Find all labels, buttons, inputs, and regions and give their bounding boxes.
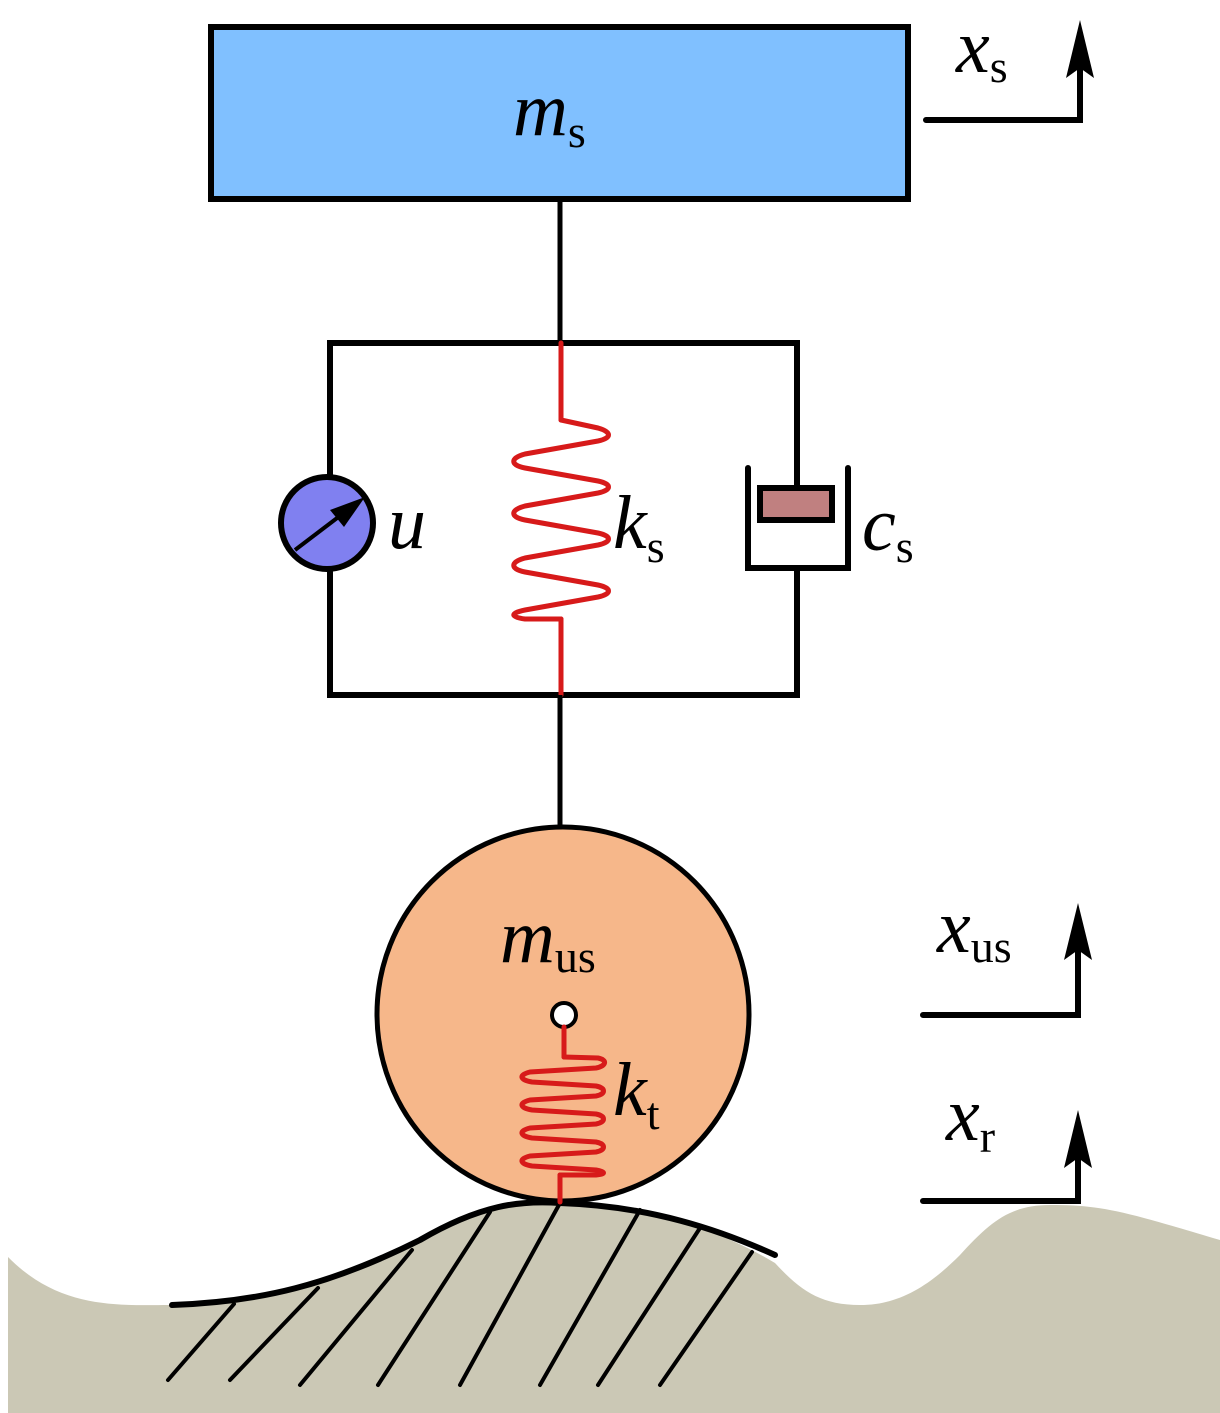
suspension-spring-label: ks bbox=[613, 481, 665, 572]
actuator-label: u bbox=[388, 481, 426, 565]
unsprung-displacement-label: xus bbox=[936, 885, 1012, 972]
tire-spring-label: kt bbox=[613, 1048, 660, 1139]
sprung-displacement-arrow bbox=[923, 20, 1094, 123]
tire-spring-icon bbox=[519, 1024, 607, 1205]
sprung-mass-block bbox=[208, 24, 911, 202]
sprung-displacement-label: xs bbox=[955, 5, 1008, 92]
road-displacement-arrow bbox=[920, 1110, 1092, 1204]
actuator-icon bbox=[278, 474, 376, 572]
road-displacement-label: xr bbox=[945, 1073, 995, 1162]
road-profile-line bbox=[169, 1199, 778, 1308]
damper-icon bbox=[745, 343, 851, 695]
unsprung-mass-label: mus bbox=[500, 895, 596, 982]
unsprung-displacement-arrow bbox=[920, 903, 1092, 1018]
damper-label: cs bbox=[862, 483, 914, 572]
sprung-mass-label: ms bbox=[513, 68, 586, 157]
road-hatching bbox=[166, 1201, 754, 1387]
road-surface bbox=[8, 1202, 1220, 1413]
wheel-hub-icon bbox=[550, 1001, 578, 1029]
suspension-spring-icon bbox=[511, 340, 611, 698]
